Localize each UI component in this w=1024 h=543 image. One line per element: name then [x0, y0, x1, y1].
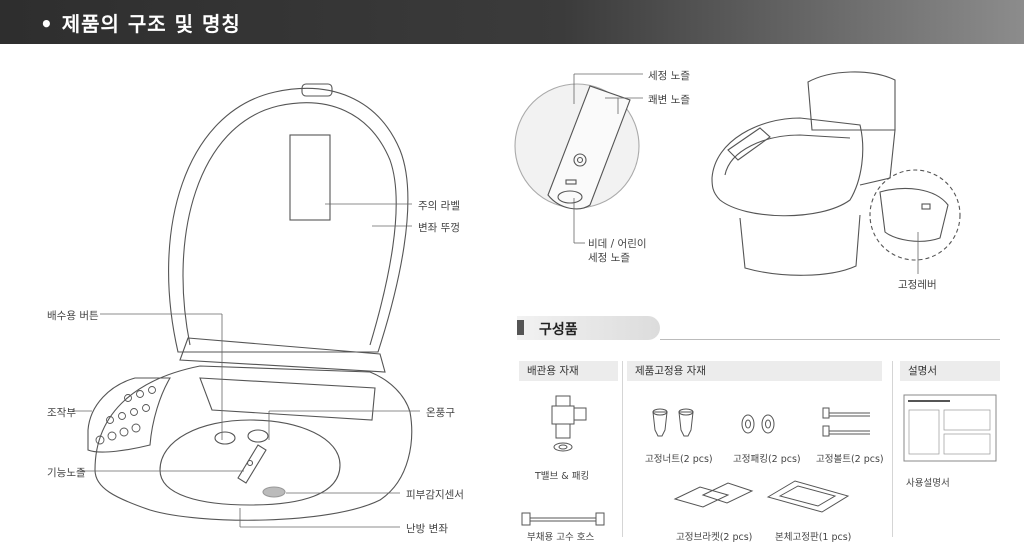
- category-manual: 설명서: [900, 361, 1000, 381]
- label-function-nozzle: 기능노즐: [47, 467, 86, 479]
- bracket-icon: [673, 482, 754, 508]
- item-t-valve: T밸브 & 패킹: [535, 471, 590, 482]
- item-bracket: 고정브라켓(2 pcs): [676, 532, 753, 543]
- item-fix-nut: 고정너트(2 pcs): [645, 454, 713, 465]
- label-warm-air: 온풍구: [426, 407, 455, 419]
- label-caution: 주의 라벨: [418, 200, 460, 212]
- label-bidet-line2: 세정 노즐: [588, 252, 630, 264]
- components-divider: [660, 339, 1000, 340]
- category-plumbing: 배관용 자재: [519, 361, 618, 381]
- installed-toilet-illustration: [711, 71, 961, 276]
- category-divider-2: [892, 361, 893, 537]
- fix-packing-icon: [741, 414, 775, 434]
- label-drain-button: 배수용 버튼: [47, 310, 99, 322]
- t-valve-icon: [551, 395, 587, 452]
- label-heated-seat: 난방 변좌: [406, 523, 448, 535]
- item-manual: 사용설명서: [906, 478, 950, 489]
- section-title: • 제품의 구조 및 명칭: [40, 12, 241, 36]
- plate-icon: [766, 480, 850, 513]
- category-fixing: 제품고정용 자재: [627, 361, 882, 381]
- components-title: 구성품: [539, 322, 578, 338]
- category-divider-1: [622, 361, 623, 537]
- bidet-seat-illustration: [87, 83, 413, 521]
- label-skin-sensor: 피부감지센서: [406, 489, 464, 501]
- item-plate: 본체고정판(1 pcs): [775, 532, 852, 543]
- item-hose: 부채용 고수 호스: [527, 532, 595, 543]
- label-bidet-line1: 비데 / 어린이: [588, 238, 647, 250]
- label-nozzle-clean: 세정 노즐: [648, 70, 690, 82]
- manual-icon: [903, 394, 997, 462]
- hose-icon: [521, 512, 605, 526]
- item-fix-bolt: 고정볼트(2 pcs): [816, 454, 884, 465]
- item-fix-packing: 고정패킹(2 pcs): [733, 454, 801, 465]
- components-title-box: [517, 316, 660, 340]
- label-rear-nozzle: 쾌변 노즐: [648, 94, 690, 106]
- label-seat-cover: 변좌 뚜껑: [418, 222, 460, 234]
- label-control-panel: 조작부: [47, 407, 76, 419]
- callout-lines-left: [72, 203, 420, 528]
- nozzle-detail-illustration: [514, 83, 640, 210]
- components-marker: [517, 320, 524, 335]
- fix-bolt-icon: [822, 407, 870, 437]
- section-header: • 제품의 구조 및 명칭: [0, 0, 1024, 44]
- fix-nut-icon: [652, 408, 694, 437]
- callout-lines-nozzle: [573, 73, 643, 244]
- label-fix-lever: 고정레버: [898, 279, 937, 291]
